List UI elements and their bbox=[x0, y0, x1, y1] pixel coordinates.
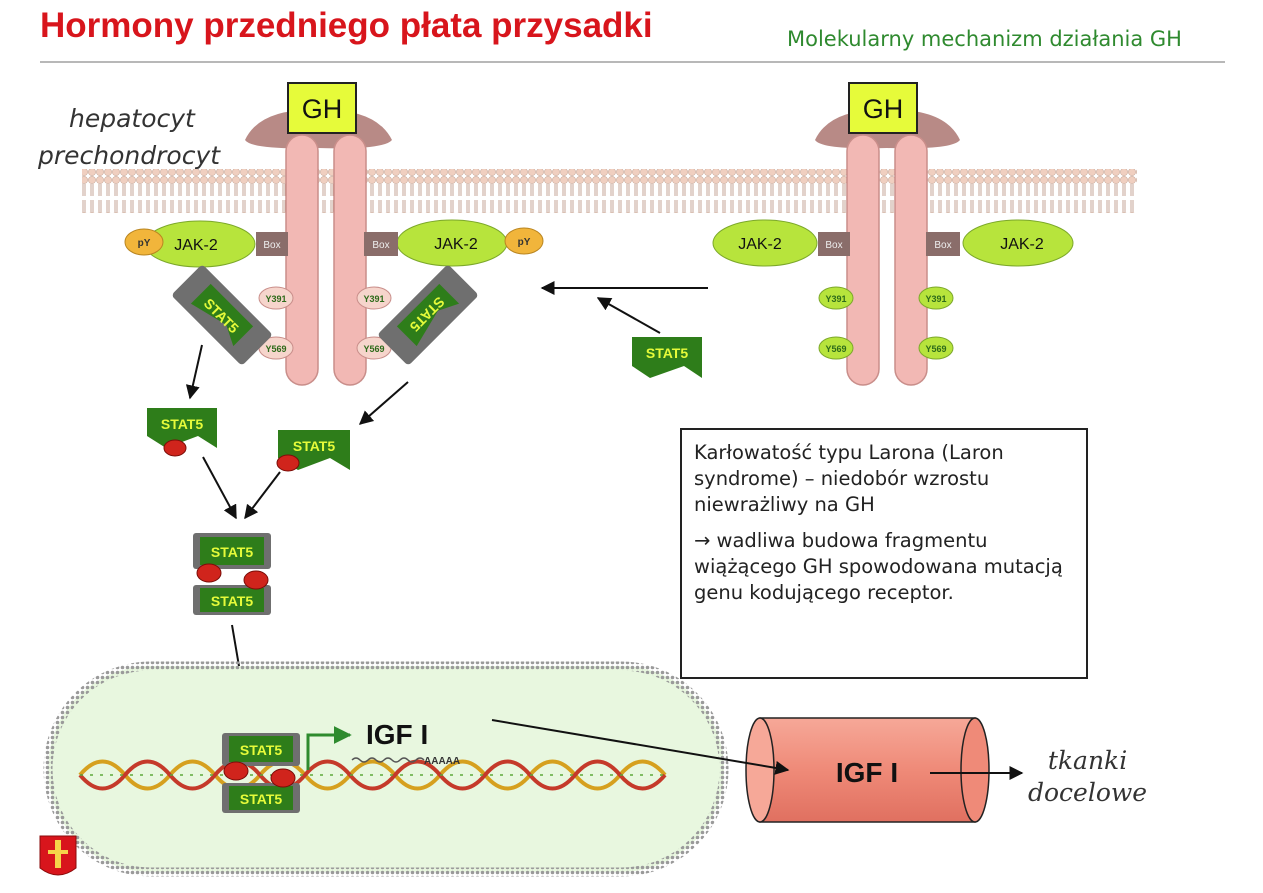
y569-left-2 bbox=[818, 336, 854, 360]
phospho-dot bbox=[196, 563, 222, 583]
gh-hormone-box-2 bbox=[848, 82, 918, 134]
target-tissues-label: tkanki docelowe bbox=[1028, 745, 1147, 809]
mrna-strand bbox=[351, 757, 425, 763]
receptor-dimer-inactive: GH JAK-2 Box JAK-2 Box Y391 Y569 Y391 Y5… bbox=[712, 82, 1074, 386]
stat5-dimer-on-dna: STAT5 STAT5 bbox=[222, 733, 300, 813]
phospho-dot bbox=[243, 570, 269, 590]
y391-right-label: Y391 bbox=[363, 294, 384, 304]
stat5-phospho-left: STAT5 bbox=[147, 408, 217, 457]
phospho-dot bbox=[163, 439, 187, 457]
stat5-free-label: STAT5 bbox=[646, 345, 688, 361]
jak2-left-2-label: JAK-2 bbox=[738, 236, 782, 253]
arrow-release-left bbox=[185, 344, 203, 400]
phospho-dot bbox=[276, 454, 300, 472]
cell-membrane bbox=[82, 169, 1137, 213]
box-right-2 bbox=[926, 232, 960, 256]
y391-left bbox=[258, 286, 294, 310]
box-right-label: Box bbox=[372, 240, 389, 251]
page-title: Hormony przedniego płata przysadki bbox=[40, 6, 653, 45]
arrow-dimerize-right bbox=[244, 471, 281, 520]
jak2-left-2 bbox=[712, 219, 818, 267]
receptor-chain-left-2 bbox=[846, 134, 880, 386]
jak2-right-2 bbox=[962, 219, 1074, 267]
title-divider bbox=[40, 61, 1225, 63]
phospho-dot bbox=[223, 761, 249, 781]
jak2-right-label: JAK-2 bbox=[434, 236, 478, 253]
laron-syndrome-infobox: Karłowatość typu Larona (Laron syndrome)… bbox=[680, 428, 1088, 679]
cell-type-label-prechondrocyte: prechondrocyt bbox=[38, 141, 221, 170]
stat5-dimer-bottom-label: STAT5 bbox=[211, 593, 253, 609]
gh-label-2: GH bbox=[863, 94, 904, 124]
stat5-dna-top-label: STAT5 bbox=[240, 742, 282, 758]
jak2-left-label: JAK-2 bbox=[174, 237, 218, 254]
py-right bbox=[504, 227, 544, 255]
y569-left-label: Y569 bbox=[265, 344, 286, 354]
infobox-cause: → wadliwa budowa fragmentu wiążącego GH … bbox=[694, 529, 1063, 604]
box-left-label: Box bbox=[263, 240, 280, 251]
receptor-chain-right bbox=[333, 134, 367, 386]
py-right-label: pY bbox=[518, 237, 531, 248]
stat5-dimer-top-label: STAT5 bbox=[211, 544, 253, 560]
receptor-dimer-active: GH JAK-2 pY Box Y391 Y569 STAT5 JAK-2 pY bbox=[124, 82, 544, 386]
y569-left-2-label: Y569 bbox=[825, 344, 846, 354]
stat5-bound-right: STAT5 bbox=[378, 265, 478, 365]
arrow-release-right bbox=[358, 381, 409, 425]
box-right bbox=[364, 232, 398, 256]
nucleus bbox=[43, 661, 729, 877]
y391-right-2 bbox=[918, 286, 954, 310]
jak2-right-2-label: JAK-2 bbox=[1000, 236, 1044, 253]
arrow-dimerize-left bbox=[202, 456, 237, 520]
box-left-2-label: Box bbox=[825, 240, 842, 251]
py-left-label: pY bbox=[138, 238, 151, 249]
dna-helix bbox=[78, 759, 667, 791]
y391-left-label: Y391 bbox=[265, 294, 286, 304]
arrow-recruit-diagonal bbox=[596, 297, 661, 334]
stat5-free: STAT5 bbox=[632, 337, 702, 378]
page-subtitle: Molekularny mechanizm działania GH bbox=[787, 27, 1182, 51]
stat5-phospho-right: STAT5 bbox=[276, 430, 350, 472]
gh-hormone-box bbox=[287, 82, 357, 134]
arrow-secretion bbox=[491, 719, 790, 775]
stat5-phospho-right-label: STAT5 bbox=[293, 438, 335, 454]
stat5-phospho-left-label: STAT5 bbox=[161, 416, 203, 432]
y569-right-2 bbox=[918, 336, 954, 360]
stat5-dna-bottom-label: STAT5 bbox=[240, 791, 282, 807]
box-right-2-label: Box bbox=[934, 240, 951, 251]
igf1-gene-label: IGF I bbox=[366, 719, 428, 750]
target-tissues-line1: tkanki bbox=[1047, 746, 1128, 775]
stat5-bound-left: STAT5 bbox=[172, 265, 272, 365]
laboratory-logo-icon bbox=[39, 835, 77, 876]
box-left-2 bbox=[818, 232, 850, 256]
py-left bbox=[124, 228, 164, 256]
y569-right-label: Y569 bbox=[363, 344, 384, 354]
y391-left-2-label: Y391 bbox=[825, 294, 846, 304]
receptor-chain-left bbox=[285, 134, 319, 386]
blood-vessel: IGF I bbox=[745, 717, 990, 823]
y391-left-2 bbox=[818, 286, 854, 310]
stat5-dimer: STAT5 STAT5 bbox=[193, 533, 271, 615]
polya-tail-label: AAAAA bbox=[424, 756, 460, 767]
transcription-start-arrow bbox=[306, 726, 352, 770]
y569-right-2-label: Y569 bbox=[925, 344, 946, 354]
gh-label: GH bbox=[302, 94, 343, 124]
infobox-definition: Karłowatość typu Larona (Laron syndrome)… bbox=[694, 441, 1004, 516]
igf1-secreted-label: IGF I bbox=[836, 757, 898, 788]
cell-type-label-hepatocyte: hepatocyt bbox=[69, 104, 195, 133]
y391-right bbox=[356, 286, 392, 310]
target-tissues-line2: docelowe bbox=[1028, 778, 1148, 807]
phospho-dot bbox=[270, 768, 296, 788]
y391-right-2-label: Y391 bbox=[925, 294, 946, 304]
box-left bbox=[256, 232, 288, 256]
receptor-chain-right-2 bbox=[894, 134, 928, 386]
